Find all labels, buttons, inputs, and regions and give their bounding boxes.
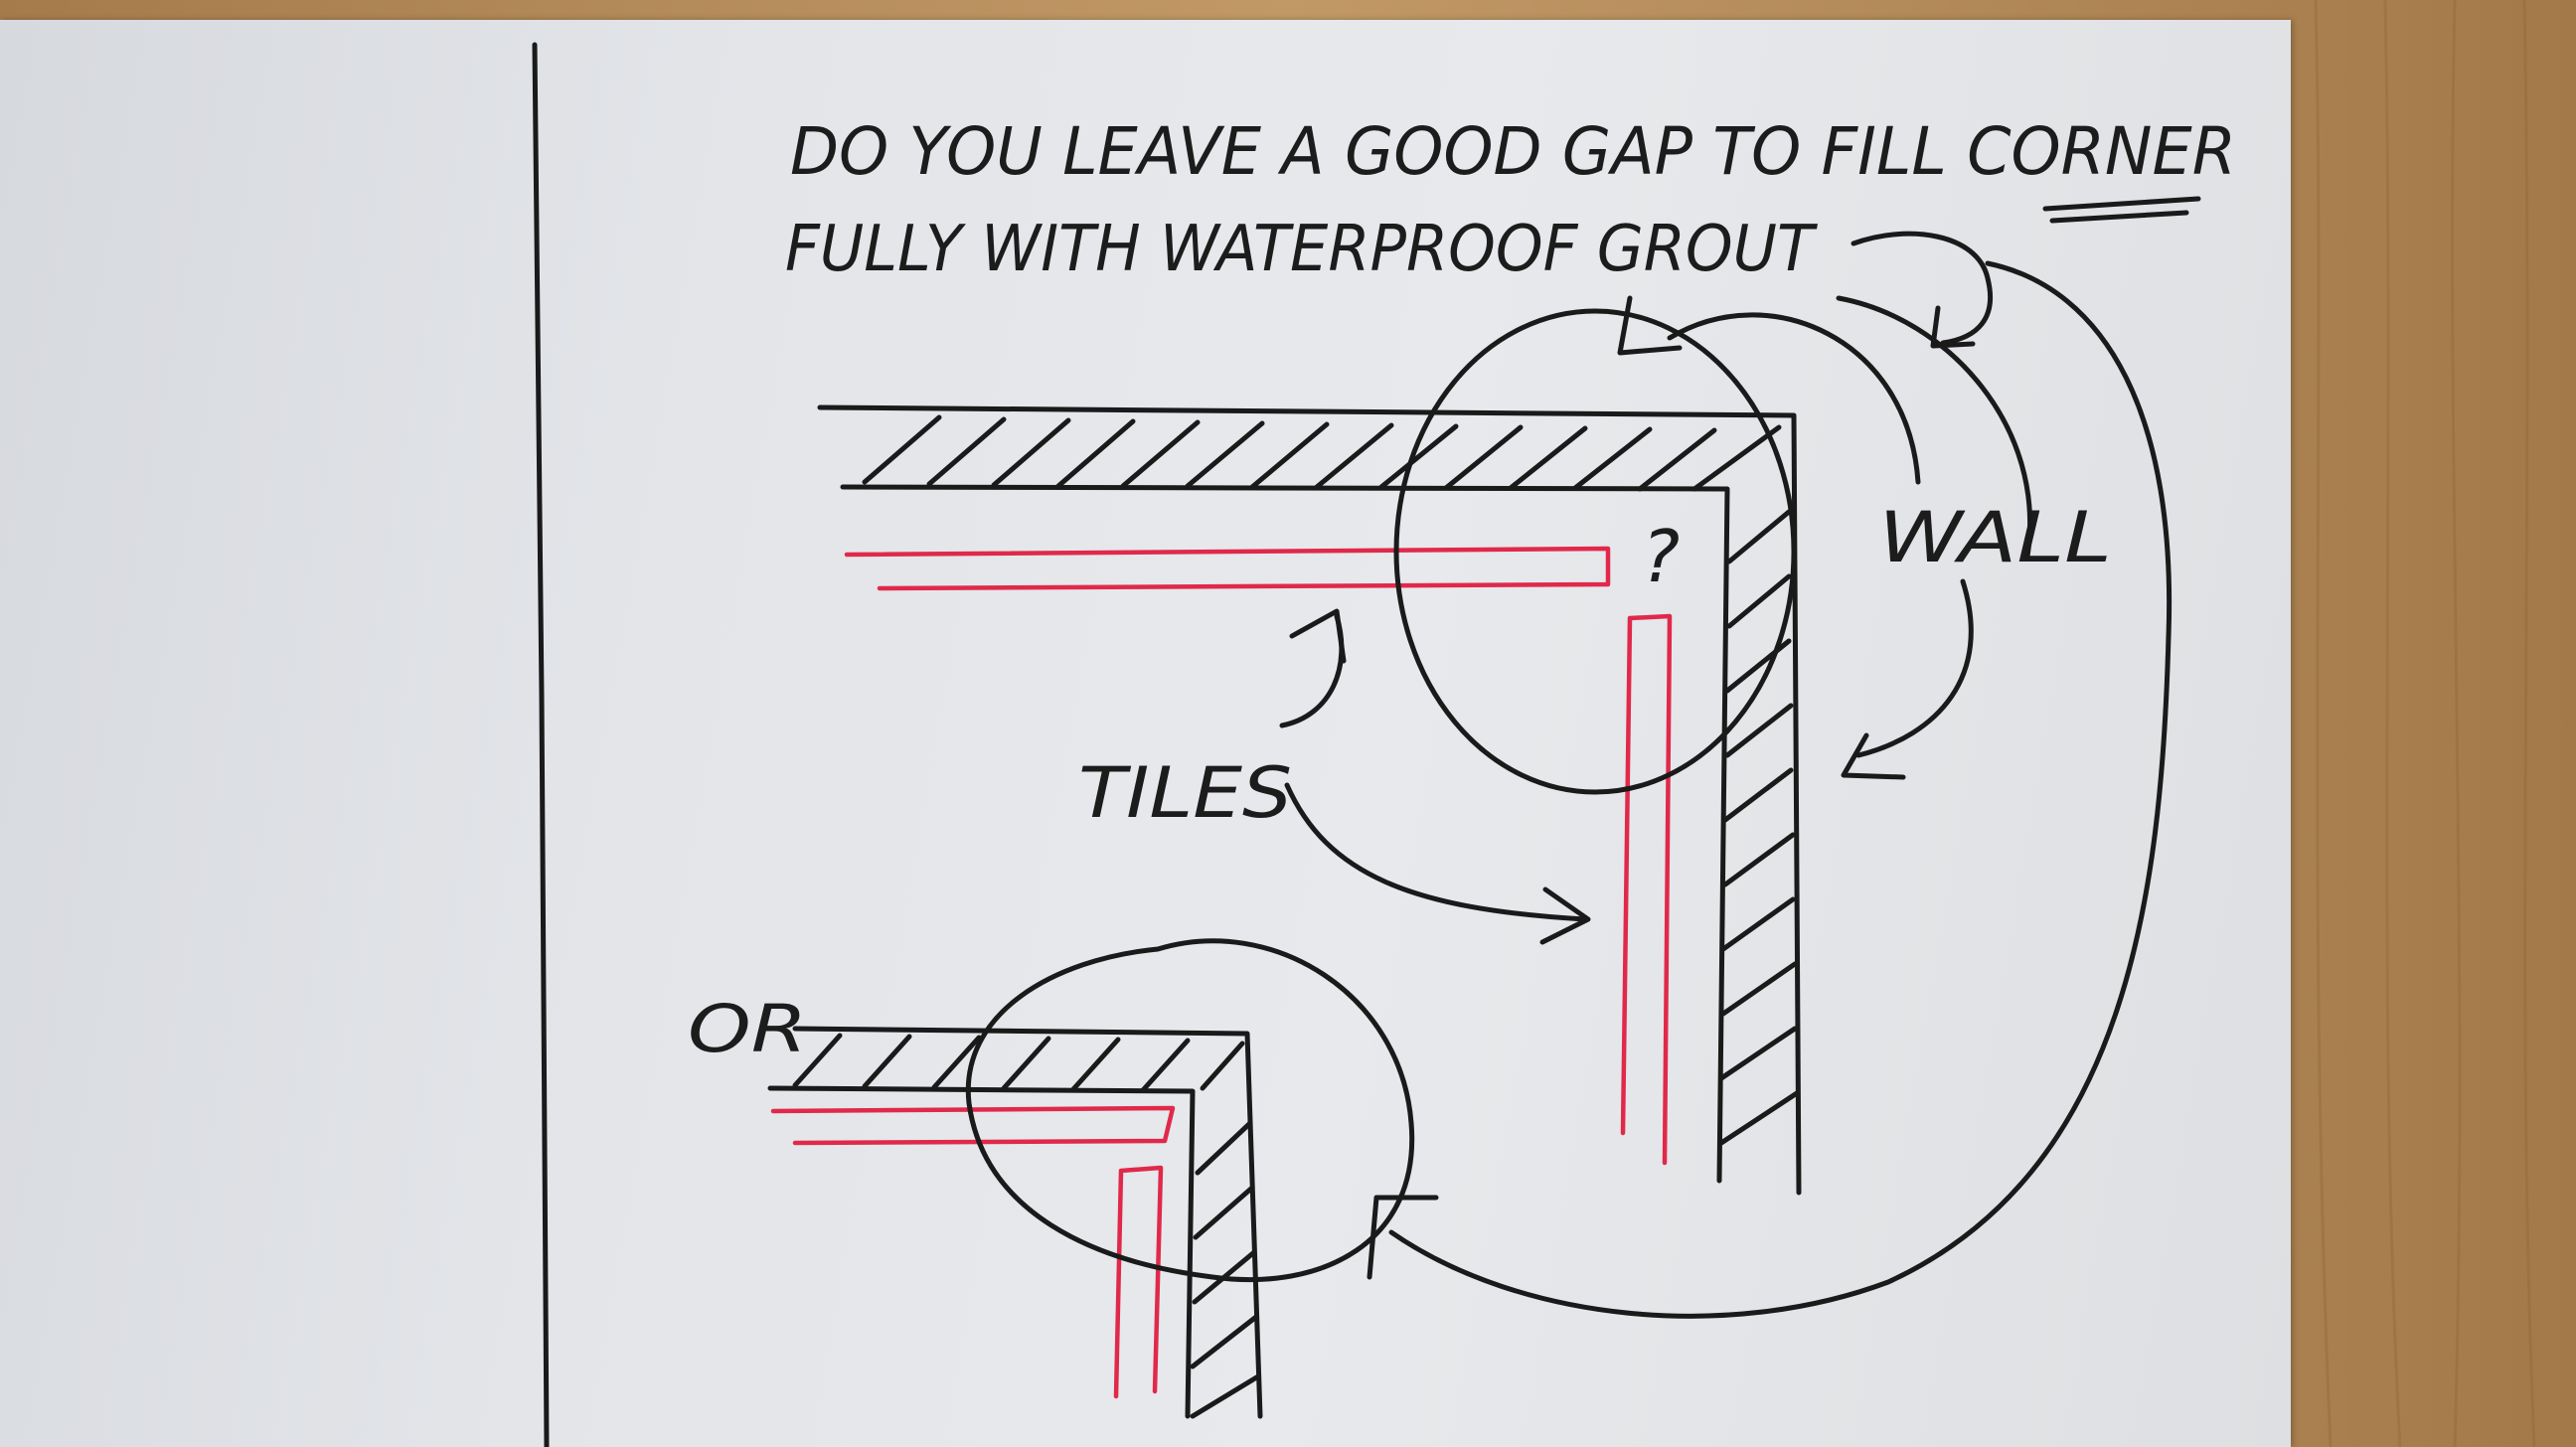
alt-top-wall-hatching — [792, 1033, 1245, 1093]
tiles-arrow-right — [1284, 782, 1588, 922]
top-tile[interactable] — [844, 546, 1611, 591]
side-wall-hatching — [1718, 509, 1800, 1146]
wall-arrow-top — [1667, 312, 1921, 485]
wall-arrow-top-head — [1617, 295, 1683, 356]
alt-side-tile[interactable] — [1113, 1165, 1164, 1399]
alt-top-wall-inner-edge — [767, 1085, 1196, 1419]
gap-question-mark: ? — [1642, 515, 1680, 598]
corner-underline-2 — [2049, 210, 2189, 224]
top-wall-inner-edge — [840, 484, 1730, 1184]
wall-arrow-bottom-head — [1841, 732, 1906, 780]
tiles-arrow-up — [1279, 613, 1345, 728]
side-tile[interactable] — [1620, 613, 1673, 1166]
alt-side-wall-hatching — [1190, 1120, 1261, 1419]
question-line-2: FULLY WITH WATERPROOF GROUT — [785, 213, 1819, 286]
alt-top-wall-outer-edge — [792, 1026, 1263, 1419]
paper-margin-line — [532, 42, 550, 1447]
tiles-arrow-right-head — [1539, 886, 1591, 945]
grout-arrow-top-head — [1930, 305, 1976, 349]
alt-corner-highlight-circle — [965, 938, 1415, 1283]
tiles-label: TILES — [1078, 752, 1292, 834]
tiles-arrow-up-head — [1289, 608, 1347, 664]
top-wall-hatching — [862, 414, 1782, 492]
corner-highlight-circle — [1393, 308, 1797, 795]
wall-label: WALL — [1878, 497, 2112, 578]
grout-arrow-long — [1388, 260, 2173, 1319]
wall-curve-right — [1836, 295, 2033, 560]
wall-arrow-bottom — [1855, 578, 1974, 758]
main-corner-detail: ? WALL TILES — [817, 295, 2112, 1196]
corner-underline — [2042, 196, 2201, 212]
question-line-1: DO YOU LEAVE A GOOD GAP TO FILL CORNER — [790, 113, 2236, 190]
grout-arrow-long-head — [1367, 1195, 1439, 1280]
grout-arrow-top — [1851, 231, 1994, 346]
top-wall-outer-edge — [817, 404, 1802, 1196]
alternative-corner-detail: OR — [688, 938, 1415, 1419]
or-label: OR — [688, 991, 807, 1067]
